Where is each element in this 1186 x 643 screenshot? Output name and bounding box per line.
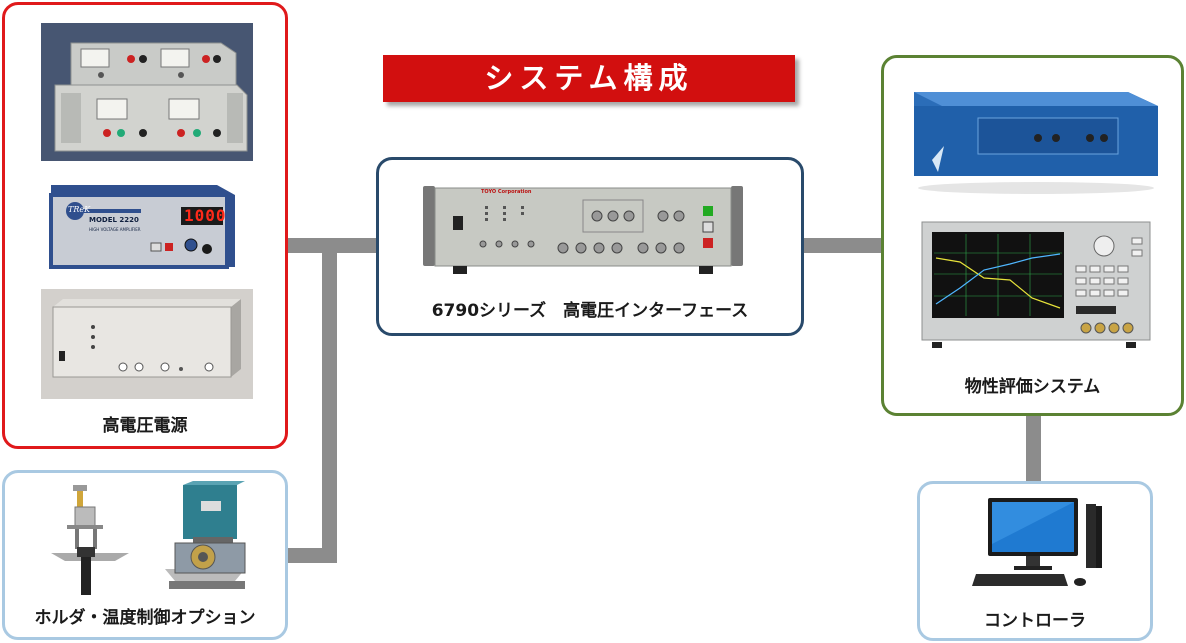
connector-interface-to-evaluation bbox=[803, 238, 885, 253]
hv-amplifier-image: TReK MODEL 2220 HIGH VOLTAGE AMPLIFIER 1… bbox=[41, 175, 253, 275]
interface-brand: TOYO Corporation bbox=[481, 189, 532, 195]
options-caption: ホルダ・温度制御オプション bbox=[34, 608, 256, 628]
evaluation-caption: 物性評価システム bbox=[964, 377, 1101, 397]
hv-interface-unit-image bbox=[423, 186, 743, 274]
blue-instrument-image bbox=[914, 92, 1158, 194]
page-title: システム構成 bbox=[383, 55, 795, 102]
impedance-analyzer-image bbox=[921, 221, 1151, 348]
options-panel: ホルダ・温度制御オプション bbox=[2, 470, 288, 640]
connector-vertical-left bbox=[322, 245, 337, 563]
connector-evaluation-to-controller bbox=[1026, 412, 1041, 484]
sample-holder-image bbox=[51, 485, 129, 595]
amplifier-subtitle: HIGH VOLTAGE AMPLIFIER bbox=[89, 227, 141, 232]
connector-options-to-bus bbox=[286, 548, 336, 563]
evaluation-panel: 物性評価システム bbox=[881, 55, 1184, 416]
amplifier-brand: TReK bbox=[68, 205, 91, 214]
controller-panel: コントローラ bbox=[917, 481, 1153, 641]
amplifier-model: MODEL 2220 bbox=[89, 216, 139, 224]
power-supply-caption: 高電圧電源 bbox=[102, 416, 188, 436]
desktop-computer-image bbox=[972, 498, 1102, 586]
rack-power-supply-image bbox=[41, 23, 253, 161]
temperature-chamber-image bbox=[165, 481, 246, 589]
power-supply-panel: TReK MODEL 2220 HIGH VOLTAGE AMPLIFIER 1… bbox=[2, 2, 288, 449]
amplifier-display: 1000 bbox=[184, 206, 227, 225]
bench-power-supply-image bbox=[41, 289, 253, 399]
controller-caption: コントローラ bbox=[984, 611, 1086, 631]
interface-caption: 6790シリーズ 高電圧インターフェース bbox=[431, 301, 749, 321]
interface-panel: TOYO Corporation 6790シリーズ 高電圧インターフェース bbox=[376, 157, 804, 336]
